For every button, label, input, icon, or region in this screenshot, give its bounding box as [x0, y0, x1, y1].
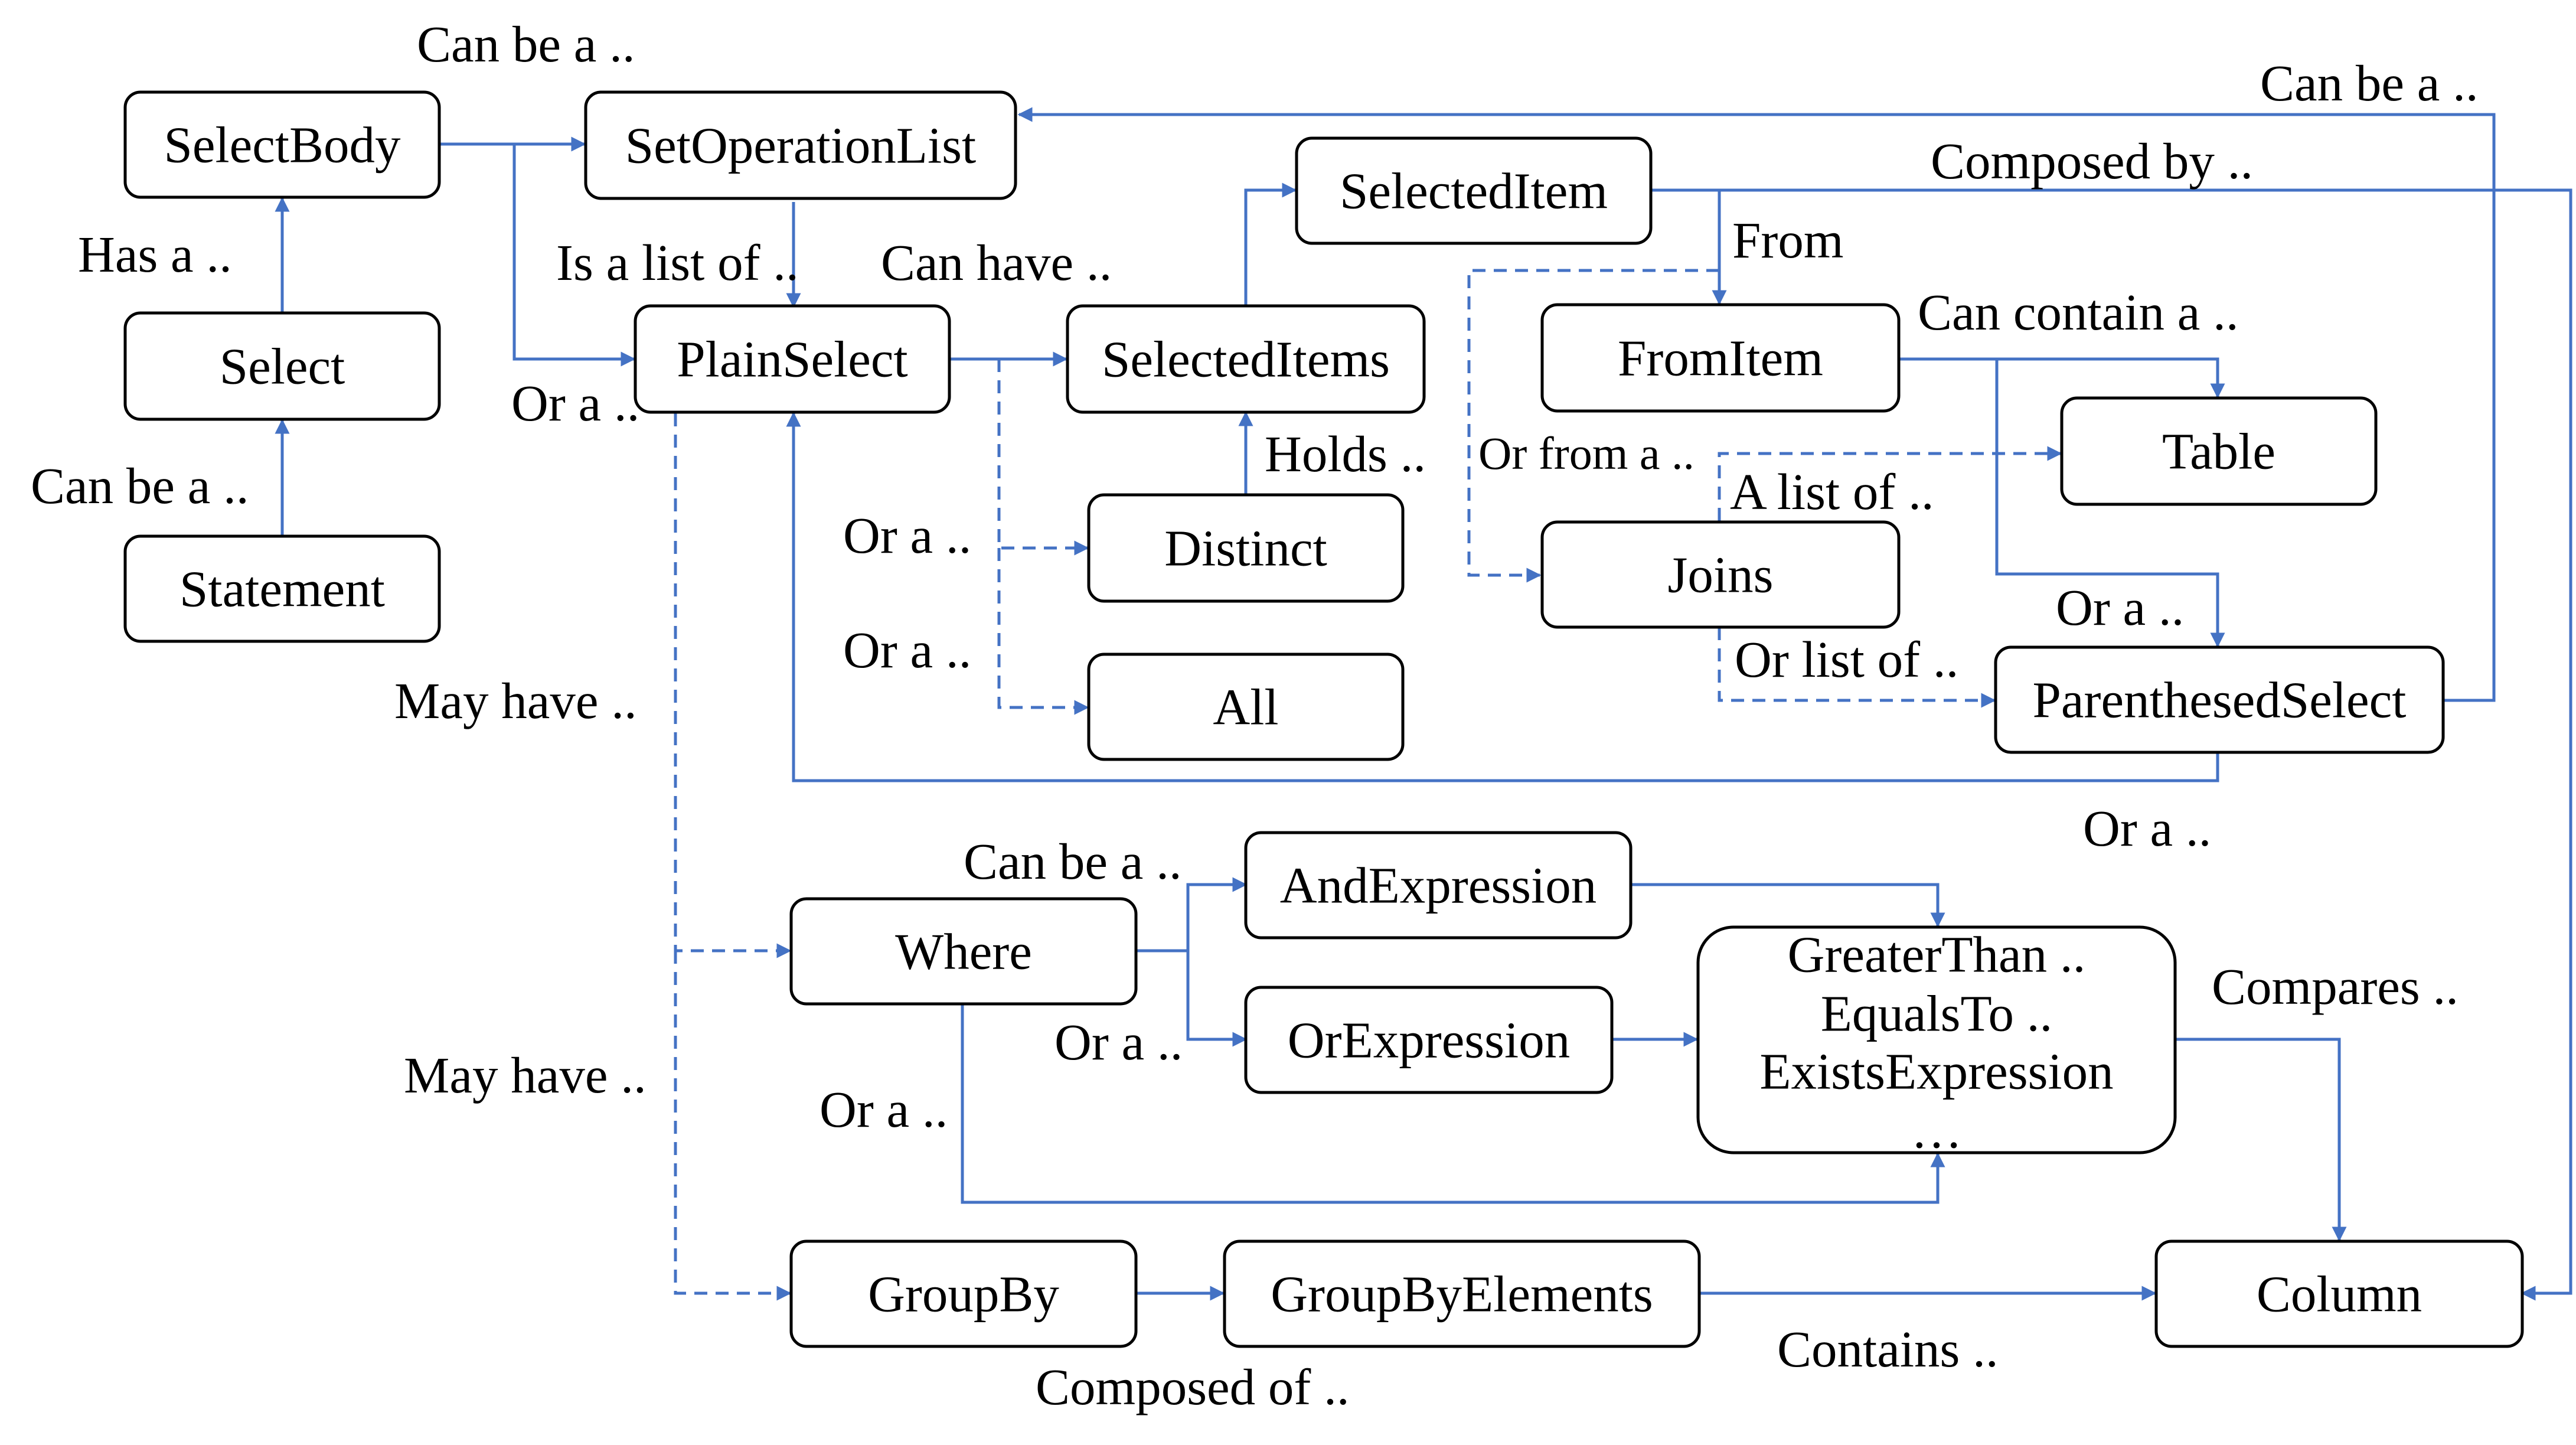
label-a-list-of: A list of .. [1730, 463, 1934, 520]
node-where: Where [789, 897, 1138, 1006]
edge-selecteditem-fromitem [1650, 188, 1727, 305]
edge-where-comparison [961, 1004, 1945, 1204]
edge-plainselect-where [674, 413, 792, 958]
node-selecteditems: SelectedItems [1066, 304, 1426, 414]
node-selecteditem-label: SelectedItem [1340, 162, 1608, 220]
edge-selecteditem-column [1719, 188, 2572, 1301]
label-or-a-paren: Or a .. [2056, 579, 2184, 636]
label-or-a-plain: Or a .. [511, 374, 639, 432]
node-selectbody-label: SelectBody [164, 116, 401, 174]
node-setoperationlist-label: SetOperationList [625, 117, 976, 174]
label-or-a-where: Or a .. [820, 1081, 948, 1138]
label-can-be-a-left: Can be a .. [31, 457, 249, 514]
node-comparison: GreaterThan .. EqualsTo .. ExistsExpress… [1696, 925, 2177, 1159]
edge-parenthesedselect-plainselect [786, 412, 2219, 782]
node-groupbyelements-label: GroupByElements [1271, 1265, 1653, 1323]
label-or-list-of: Or list of .. [1735, 631, 1958, 688]
node-column-label: Column [2257, 1265, 2422, 1323]
label-or-from-a: Or from a .. [1478, 428, 1695, 479]
node-orexpression-label: OrExpression [1288, 1012, 1570, 1069]
nodes: Statement Select SelectBody SetOperation… [123, 90, 2524, 1348]
label-or-a-all: Or a .. [843, 621, 971, 679]
edges [275, 107, 2572, 1301]
label-can-be-a-right: Can be a .. [2260, 54, 2479, 112]
edge-selectbody-plainselect [512, 144, 636, 367]
edge-where-orexpression [1186, 951, 1248, 1047]
node-joins: Joins [1540, 520, 1901, 629]
label-may-have-2: May have .. [404, 1046, 647, 1104]
node-distinct-label: Distinct [1164, 520, 1327, 577]
edge-labels: Can be a .. Can be a .. Has a .. Can be … [31, 15, 2479, 1415]
edge-plainselect-all [997, 548, 1089, 715]
node-andexpression-label: AndExpression [1280, 857, 1596, 914]
node-table-label: Table [2162, 423, 2275, 480]
node-comparison-line-1: GreaterThan .. [1788, 926, 2086, 983]
label-contains: Contains .. [1777, 1320, 1999, 1378]
edge-joins-table [1718, 446, 2062, 521]
edge-joins-parenthesedselect [1718, 627, 1996, 708]
node-distinct: Distinct [1087, 493, 1405, 603]
node-joins-label: Joins [1668, 546, 1774, 604]
label-or-a-bottom: Or a .. [2083, 800, 2211, 857]
node-groupby-label: GroupBy [868, 1265, 1059, 1323]
node-selecteditem: SelectedItem [1295, 136, 1653, 245]
label-can-be-a-top: Can be a .. [417, 15, 635, 73]
label-or-a-distinct: Or a .. [843, 507, 971, 564]
edge-plainselect-groupby [674, 951, 792, 1301]
label-composed-by: Composed by .. [1931, 132, 2253, 190]
edge-selecteditems-selecteditem [1244, 182, 1297, 305]
node-selectbody: SelectBody [123, 90, 441, 199]
node-comparison-line-3: ExistsExpression [1759, 1043, 2113, 1100]
node-orexpression: OrExpression [1244, 986, 1614, 1094]
edge-fromitem-parenthesedselect [1995, 359, 2225, 648]
node-all-label: All [1213, 679, 1278, 736]
label-or-a-or: Or a .. [1054, 1013, 1183, 1071]
label-holds: Holds .. [1265, 425, 1426, 482]
label-can-contain-a: Can contain a .. [1918, 283, 2239, 341]
label-has-a: Has a .. [78, 226, 232, 283]
node-comparison-line-4: … [1911, 1102, 1963, 1159]
node-statement: Statement [123, 534, 441, 643]
node-select-label: Select [220, 338, 345, 395]
node-andexpression: AndExpression [1244, 831, 1633, 940]
edge-fromitem-table [1898, 357, 2225, 399]
label-composed-of: Composed of .. [1036, 1358, 1350, 1415]
node-plainselect-label: PlainSelect [677, 331, 907, 388]
node-selecteditems-label: SelectedItems [1102, 331, 1390, 388]
node-parenthesedselect: ParenthesedSelect [1994, 645, 2445, 754]
node-setoperationlist: SetOperationList [584, 90, 1017, 200]
label-is-a-list-of: Is a list of .. [556, 234, 799, 291]
node-comparison-line-2: EqualsTo .. [1821, 985, 2053, 1042]
node-groupbyelements: GroupByElements [1223, 1239, 1701, 1348]
label-may-have-1: May have .. [394, 672, 637, 729]
edge-andexpression-comparison [1630, 883, 1945, 928]
node-statement-label: Statement [179, 560, 385, 618]
node-groupby: GroupBy [789, 1239, 1138, 1348]
node-table: Table [2060, 396, 2378, 506]
node-where-label: Where [895, 923, 1032, 980]
label-can-have: Can have .. [881, 234, 1112, 291]
node-fromitem: FromItem [1540, 303, 1901, 413]
label-can-be-a-where: Can be a .. [964, 833, 1182, 890]
node-parenthesedselect-label: ParenthesedSelect [2033, 671, 2407, 729]
node-fromitem-label: FromItem [1618, 330, 1823, 387]
node-select: Select [123, 311, 441, 421]
edge-parenthesedselect-setoperationlist [1017, 107, 2496, 702]
node-plainselect: PlainSelect [634, 304, 951, 414]
edge-comparison-column [2175, 1038, 2347, 1242]
node-column: Column [2154, 1239, 2524, 1348]
edge-where-andexpression [1135, 877, 1248, 953]
label-from: From [1732, 211, 1844, 269]
node-all: All [1087, 653, 1405, 761]
label-compares: Compares .. [2212, 958, 2459, 1015]
